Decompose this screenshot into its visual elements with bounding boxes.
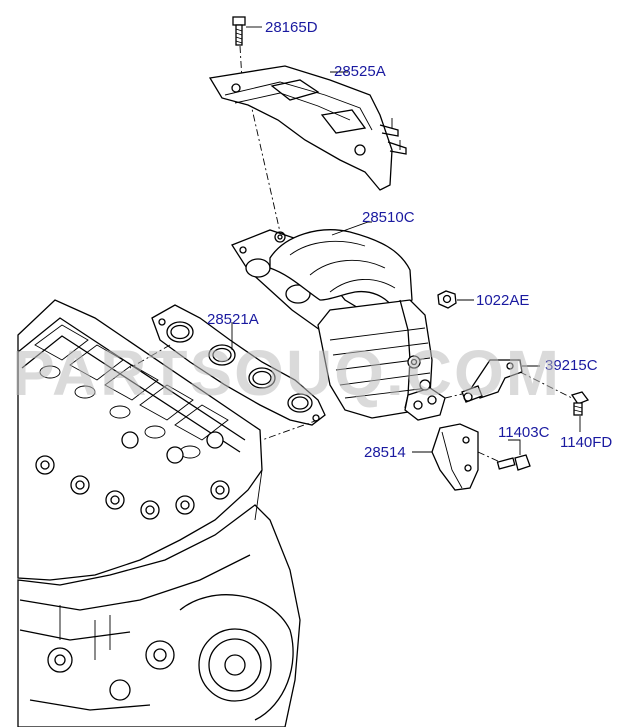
label-39215c: 39215C	[545, 357, 598, 374]
label-1140fd: 1140FD	[560, 434, 612, 451]
bolt-1140fd	[570, 391, 590, 416]
bolt-28165d	[232, 16, 246, 46]
label-1022ae: 1022AE	[476, 292, 529, 309]
watermark: PARTSOUQ.COM	[12, 337, 561, 409]
label-28165d: 28165D	[265, 19, 318, 36]
label-28521a: 28521A	[207, 311, 259, 328]
label-28510c: 28510C	[362, 209, 415, 226]
bracket-39215c	[461, 359, 523, 403]
exhaust-manifold	[231, 229, 446, 421]
nut-1022ae	[437, 290, 457, 309]
heat-shield	[208, 65, 407, 191]
label-11403c: 11403C	[498, 424, 550, 441]
label-28514: 28514	[364, 444, 406, 461]
label-28525a: 28525A	[334, 63, 386, 80]
engine-block	[17, 299, 301, 727]
stay-bracket-28514	[431, 423, 479, 491]
bolt-11403c	[496, 454, 531, 471]
gasket-28521a	[151, 304, 326, 426]
